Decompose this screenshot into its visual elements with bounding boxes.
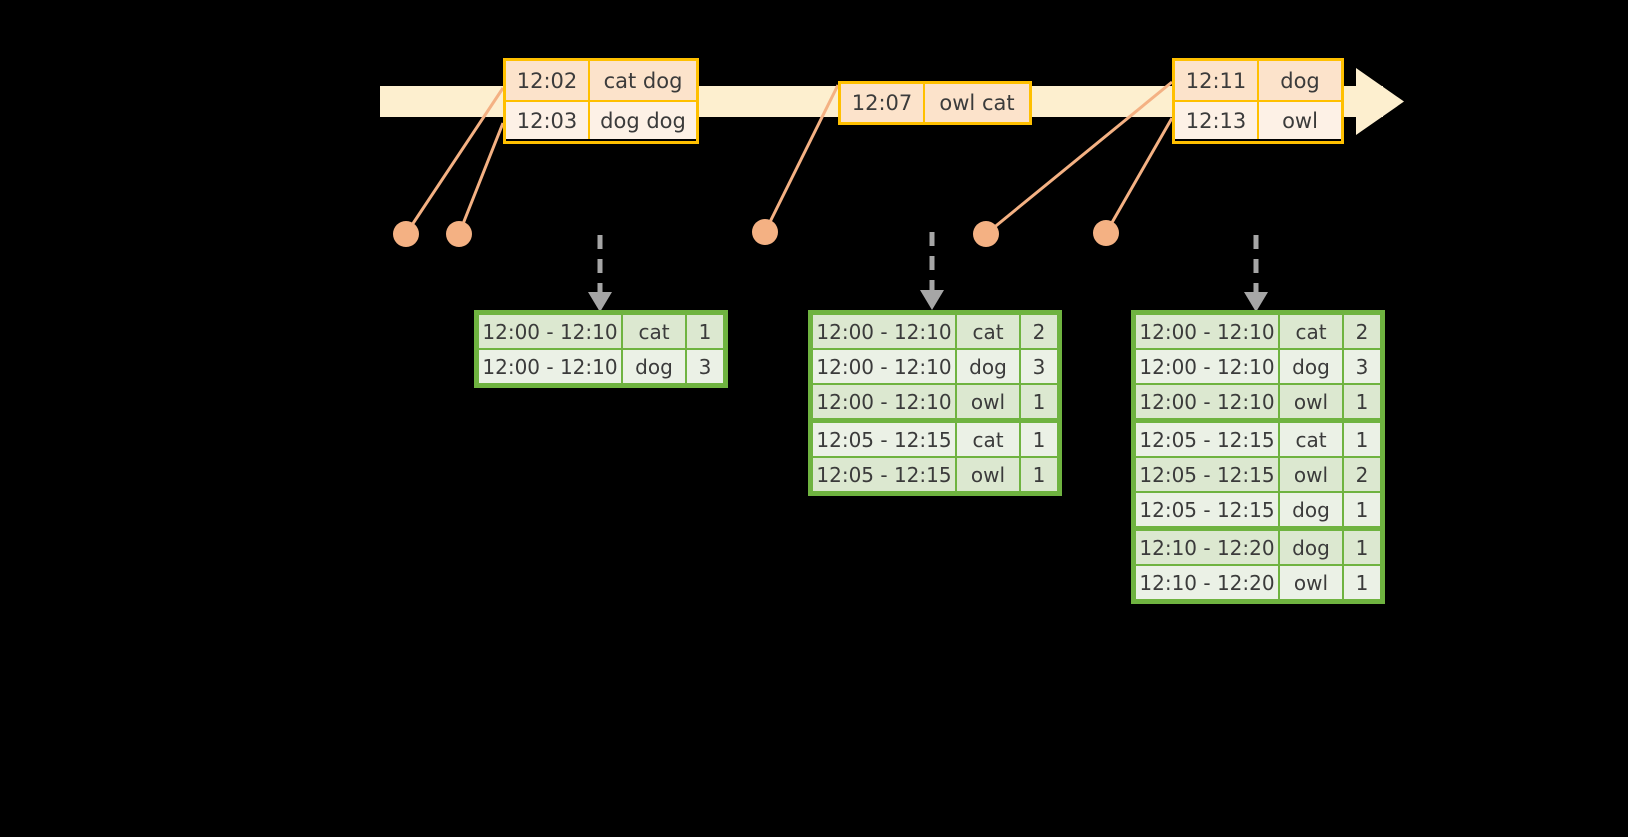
event-time: 12:13: [1175, 102, 1259, 139]
result-table-1[interactable]: 12:00 - 12:10 cat 1 12:00 - 12:10 dog 3: [474, 310, 728, 388]
key-cell: owl: [1280, 566, 1342, 599]
table-row[interactable]: 12:10 - 12:20 owl 1: [1136, 566, 1380, 599]
window-cell: 12:05 - 12:15: [1136, 493, 1278, 526]
window-cell: 12:00 - 12:10: [813, 350, 955, 383]
window-cell: 12:00 - 12:10: [1136, 350, 1278, 383]
window-cell: 12:05 - 12:15: [813, 423, 955, 456]
table-row[interactable]: 12:00 - 12:10 dog 3: [1136, 350, 1380, 383]
result-table-3[interactable]: 12:00 - 12:10 cat 2 12:00 - 12:10 dog 3 …: [1131, 310, 1385, 604]
key-cell: cat: [1280, 315, 1342, 348]
window-cell: 12:00 - 12:10: [479, 315, 621, 348]
key-cell: dog: [1280, 493, 1342, 526]
key-cell: dog: [1280, 531, 1342, 564]
event-value: owl cat: [925, 84, 1029, 122]
timeline-event-group-1[interactable]: 12:02 cat dog 12:03 dog dog: [503, 58, 699, 144]
event-marker-1203: [446, 221, 472, 247]
count-cell: 2: [1344, 458, 1380, 491]
count-cell: 3: [687, 350, 723, 383]
event-time: 12:07: [841, 84, 925, 122]
count-cell: 1: [1344, 531, 1380, 564]
table-row[interactable]: 12:10 - 12:20 dog 1: [1136, 531, 1380, 564]
key-cell: cat: [957, 315, 1019, 348]
timeline-event-row[interactable]: 12:03 dog dog: [506, 100, 696, 139]
window-cell: 12:00 - 12:10: [479, 350, 621, 383]
event-value: cat dog: [590, 61, 696, 100]
event-marker-1211: [973, 221, 999, 247]
window-cell: 12:10 - 12:20: [1136, 531, 1278, 564]
key-cell: dog: [623, 350, 685, 383]
timeline-event-group-2[interactable]: 12:07 owl cat: [838, 81, 1032, 125]
table-row[interactable]: 12:05 - 12:15 owl 1: [813, 458, 1057, 491]
key-cell: owl: [957, 385, 1019, 418]
table-row[interactable]: 12:00 - 12:10 owl 1: [813, 385, 1057, 418]
count-cell: 1: [687, 315, 723, 348]
connector-dots: [393, 219, 1119, 247]
timeline-event-row[interactable]: 12:11 dog: [1175, 61, 1341, 100]
table-row[interactable]: 12:05 - 12:15 cat 1: [1136, 423, 1380, 456]
key-cell: dog: [1280, 350, 1342, 383]
timeline-event-row[interactable]: 12:07 owl cat: [841, 84, 1029, 122]
count-cell: 1: [1021, 385, 1057, 418]
window-cell: 12:00 - 12:10: [1136, 315, 1278, 348]
table-row[interactable]: 12:00 - 12:10 cat 2: [1136, 315, 1380, 348]
event-value: dog: [1259, 61, 1341, 100]
count-cell: 2: [1021, 315, 1057, 348]
count-cell: 1: [1021, 458, 1057, 491]
count-cell: 3: [1021, 350, 1057, 383]
timeline-event-row[interactable]: 12:13 owl: [1175, 100, 1341, 139]
count-cell: 1: [1344, 385, 1380, 418]
table-row[interactable]: 12:00 - 12:10 cat 2: [813, 315, 1057, 348]
table-row[interactable]: 12:00 - 12:10 dog 3: [813, 350, 1057, 383]
key-cell: owl: [1280, 385, 1342, 418]
event-value: dog dog: [590, 102, 696, 139]
event-time: 12:02: [506, 61, 590, 100]
event-value: owl: [1259, 102, 1341, 139]
key-cell: cat: [623, 315, 685, 348]
result-table-2[interactable]: 12:00 - 12:10 cat 2 12:00 - 12:10 dog 3 …: [808, 310, 1062, 496]
count-cell: 3: [1344, 350, 1380, 383]
event-marker-1207: [752, 219, 778, 245]
event-marker-1202: [393, 221, 419, 247]
timeline-event-row[interactable]: 12:02 cat dog: [506, 61, 696, 100]
key-cell: cat: [957, 423, 1019, 456]
table-row[interactable]: 12:05 - 12:15 dog 1: [1136, 493, 1380, 526]
key-cell: cat: [1280, 423, 1342, 456]
window-cell: 12:00 - 12:10: [813, 315, 955, 348]
table-row[interactable]: 12:00 - 12:10 cat 1: [479, 315, 723, 348]
window-cell: 12:05 - 12:15: [1136, 423, 1278, 456]
trigger-arrowheads: [588, 290, 1268, 312]
count-cell: 1: [1344, 423, 1380, 456]
event-time: 12:11: [1175, 61, 1259, 100]
trigger-arrows: [597, 232, 1259, 292]
table-row[interactable]: 12:05 - 12:15 owl 2: [1136, 458, 1380, 491]
count-cell: 2: [1344, 315, 1380, 348]
connector-1202: [404, 87, 505, 235]
window-cell: 12:10 - 12:20: [1136, 566, 1278, 599]
key-cell: owl: [1280, 458, 1342, 491]
connector-1213: [1104, 117, 1174, 234]
event-marker-1213: [1093, 220, 1119, 246]
window-cell: 12:05 - 12:15: [1136, 458, 1278, 491]
connector-1207: [763, 84, 840, 233]
window-cell: 12:00 - 12:10: [813, 385, 955, 418]
table-row[interactable]: 12:00 - 12:10 owl 1: [1136, 385, 1380, 418]
key-cell: owl: [957, 458, 1019, 491]
key-cell: dog: [957, 350, 1019, 383]
event-time: 12:03: [506, 102, 590, 139]
connector-1203: [457, 122, 505, 235]
timeline-event-group-3[interactable]: 12:11 dog 12:13 owl: [1172, 58, 1344, 144]
window-cell: 12:05 - 12:15: [813, 458, 955, 491]
window-cell: 12:00 - 12:10: [1136, 385, 1278, 418]
count-cell: 1: [1021, 423, 1057, 456]
count-cell: 1: [1344, 493, 1380, 526]
table-row[interactable]: 12:05 - 12:15 cat 1: [813, 423, 1057, 456]
count-cell: 1: [1344, 566, 1380, 599]
table-row[interactable]: 12:00 - 12:10 dog 3: [479, 350, 723, 383]
